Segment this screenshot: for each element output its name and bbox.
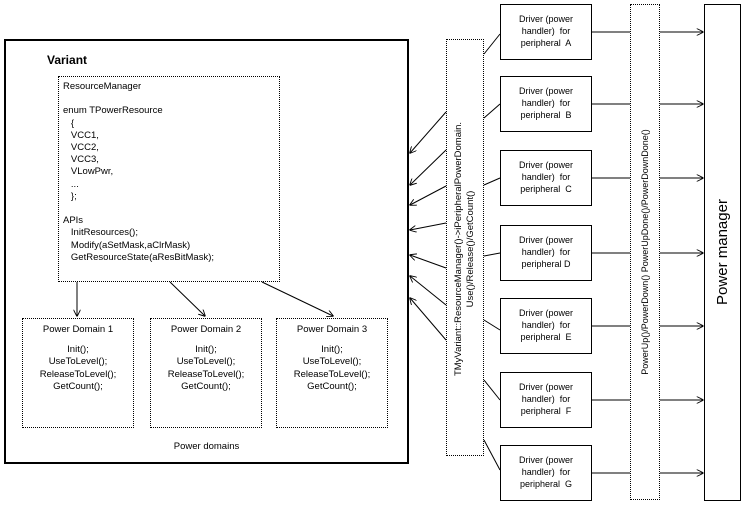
driver-label: peripheral B: [520, 110, 572, 120]
resource-manager-line: ResourceManager: [63, 81, 142, 92]
driver-box-g: Driver (power handler) for peripheral G: [500, 445, 592, 501]
driver-label: peripheral A: [520, 38, 572, 48]
power-domain-1: Power Domain 1 Init(); UseToLevel(); Rel…: [22, 318, 134, 428]
driver-label: peripheral D: [521, 259, 571, 269]
power-domain-2-api: UseToLevel();: [176, 356, 236, 368]
driver-box-c: Driver (power handler) for peripheral C: [500, 150, 592, 206]
driver-e-to-bar: [483, 319, 501, 331]
driver-d-to-bar: [483, 252, 501, 257]
driver-label: handler) for: [521, 172, 571, 182]
resource-manager-line: ...: [63, 178, 79, 190]
power-calls-label: PowerUp()/PowerDown() PowerUpDone()/Powe…: [640, 129, 650, 375]
driver-box-f: Driver (power handler) for peripheral F: [500, 372, 592, 428]
driver-label: Driver (power: [518, 235, 573, 245]
resource-manager-line: InitResources();: [63, 227, 138, 239]
interface-bar: TMyVariant::ResourceManager()->iPeripher…: [446, 39, 484, 456]
driver-label: peripheral E: [520, 332, 572, 342]
resource-manager-line: Modify(aSetMask,aClrMask): [63, 239, 191, 251]
driver-f-to-bar: [483, 379, 501, 401]
power-domain-1-api: Init();: [67, 344, 89, 356]
arrow-bar-to-rm-3: [410, 185, 447, 205]
power-domain-3-api: UseToLevel();: [302, 356, 362, 368]
arrow-bar-to-rm-6: [410, 276, 447, 306]
power-domain-1-api: GetCount();: [53, 380, 103, 392]
driver-label: handler) for: [521, 320, 571, 330]
driver-g-to-bar: [483, 439, 501, 471]
resource-manager-line: [63, 203, 279, 215]
driver-box-e: Driver (power handler) for peripheral E: [500, 298, 592, 354]
power-domain-2-api: Init();: [195, 344, 217, 356]
resource-manager-line: };: [63, 190, 77, 202]
power-domain-3-title: Power Domain 3: [296, 324, 368, 335]
arrow-bar-to-rm-2: [410, 149, 447, 185]
power-domains-caption: Power domains: [173, 441, 240, 452]
power-domain-2-api: ReleaseToLevel();: [167, 368, 245, 380]
driver-label: Driver (power: [518, 86, 573, 96]
driver-label: handler) for: [521, 467, 571, 477]
driver-label: Driver (power: [518, 14, 573, 24]
resource-manager-line: VCC2,: [63, 142, 99, 154]
driver-box-d: Driver (power handler) for peripheral D: [500, 225, 592, 281]
resource-manager-line: APIs: [63, 215, 84, 227]
driver-label: peripheral C: [520, 184, 572, 194]
power-domain-3-api: ReleaseToLevel();: [293, 368, 371, 380]
driver-label: Driver (power: [518, 382, 573, 392]
power-calls-bar: PowerUp()/PowerDown() PowerUpDone()/Powe…: [630, 4, 660, 500]
resource-manager-line: {: [63, 117, 75, 129]
resource-manager-line: VCC3,: [63, 154, 99, 166]
resource-manager-line: enum TPowerResource: [63, 105, 163, 117]
driver-label: Driver (power: [518, 455, 573, 465]
arrow-bar-to-rm-1: [410, 111, 447, 153]
arrow-bar-to-rm-7: [410, 298, 447, 341]
power-domain-2-title: Power Domain 2: [170, 324, 242, 335]
power-manager-box: Power manager: [704, 4, 741, 501]
driver-label: peripheral F: [520, 406, 572, 416]
driver-label: handler) for: [521, 26, 571, 36]
interface-bar-label: TMyVariant::ResourceManager()->iPeripher…: [453, 121, 477, 377]
driver-label: peripheral G: [519, 479, 573, 489]
power-domain-2: Power Domain 2 Init(); UseToLevel(); Rel…: [150, 318, 262, 428]
driver-label: handler) for: [521, 394, 571, 404]
power-domain-3-api: GetCount();: [307, 380, 357, 392]
arrow-bar-to-rm-4: [410, 222, 447, 230]
power-domain-2-api: GetCount();: [181, 380, 231, 392]
arrow-bar-to-rm-5: [410, 255, 447, 269]
power-domain-1-api: UseToLevel();: [48, 356, 108, 368]
driver-label: handler) for: [521, 247, 571, 257]
driver-box-a: Driver (power handler) for peripheral A: [500, 4, 592, 60]
driver-label: Driver (power: [518, 160, 573, 170]
power-domain-1-title: Power Domain 1: [42, 324, 114, 335]
driver-b-to-bar: [483, 103, 501, 119]
driver-label: handler) for: [521, 98, 571, 108]
power-domain-3: Power Domain 3 Init(); UseToLevel(); Rel…: [276, 318, 388, 428]
resource-manager-line: [63, 93, 279, 105]
power-manager-label: Power manager: [714, 199, 731, 305]
driver-c-to-bar: [483, 177, 501, 186]
resource-manager-line: GetResourceState(aResBitMask);: [63, 251, 214, 263]
driver-box-b: Driver (power handler) for peripheral B: [500, 76, 592, 132]
resource-manager-line: VLowPwr,: [63, 166, 114, 178]
resource-manager-box: ResourceManager enum TPowerResource { VC…: [58, 76, 280, 282]
power-domain-1-api: ReleaseToLevel();: [39, 368, 117, 380]
resource-manager-text: ResourceManager enum TPowerResource { VC…: [63, 81, 279, 264]
power-domain-3-api: Init();: [321, 344, 343, 356]
driver-label: Driver (power: [518, 308, 573, 318]
variant-title: Variant: [47, 53, 88, 67]
driver-a-to-bar: [483, 33, 501, 55]
resource-manager-line: VCC1,: [63, 129, 99, 141]
